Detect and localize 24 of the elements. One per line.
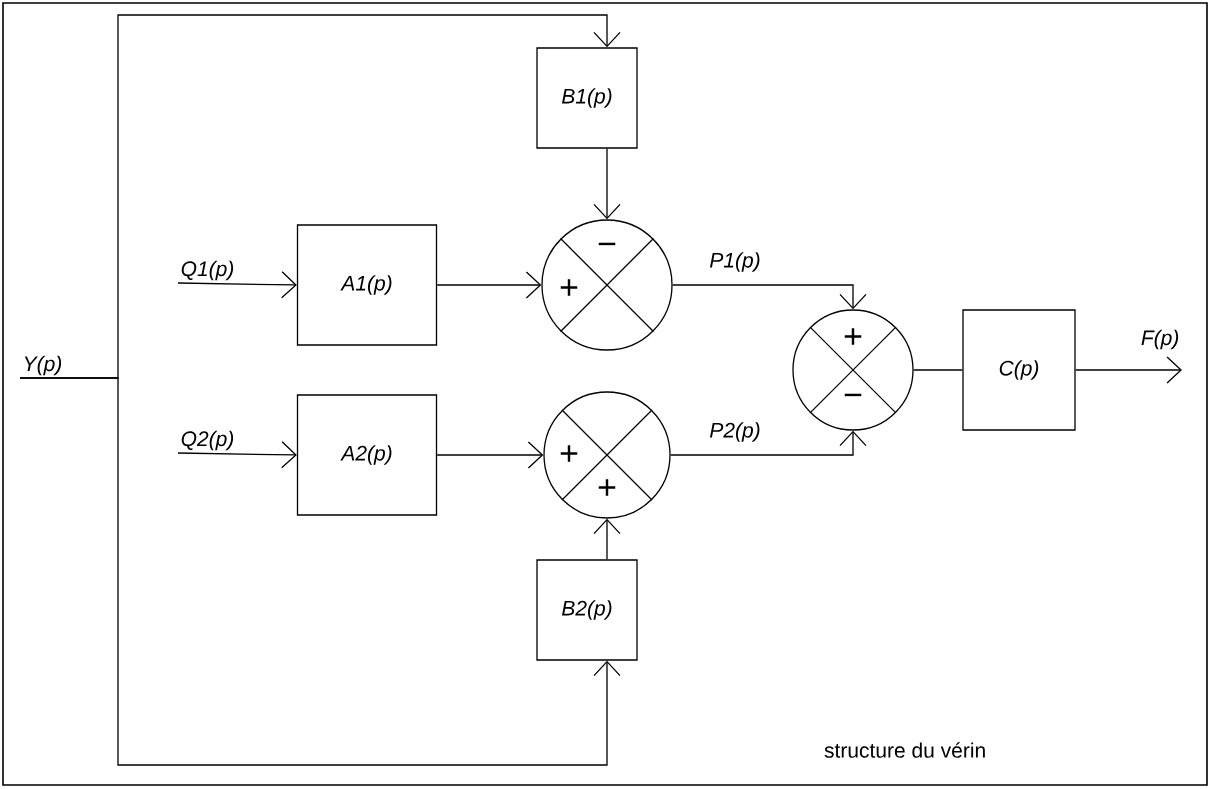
- arrow: [436, 441, 544, 469]
- arrow: [177, 441, 297, 469]
- summing-junction: − +: [541, 219, 673, 351]
- edge-label: P2(p): [708, 421, 762, 443]
- signal-label: Y(p): [24, 355, 62, 376]
- signal-label: F(p): [1141, 329, 1179, 350]
- block-box: B1(p): [536, 47, 638, 149]
- arrow: [1075, 356, 1182, 384]
- arrow: [19, 377, 621, 766]
- block-box: C(p): [962, 309, 1076, 431]
- arrow: [672, 284, 867, 310]
- arrow: [436, 271, 542, 299]
- signal-label: Q2(p): [181, 430, 234, 451]
- summing-junction: + −: [792, 309, 914, 431]
- arrow: [593, 148, 621, 220]
- edge-label: P1(p): [708, 251, 762, 273]
- block-box: A2(p): [296, 394, 438, 516]
- summing-junction: + +: [543, 391, 671, 519]
- arrow: [177, 271, 297, 299]
- signal-label: Q1(p): [181, 260, 234, 281]
- block-box: A1(p): [296, 224, 438, 346]
- arrow: [670, 430, 867, 456]
- caption: structure du vérin: [824, 742, 985, 758]
- block-box: B2(p): [536, 559, 638, 661]
